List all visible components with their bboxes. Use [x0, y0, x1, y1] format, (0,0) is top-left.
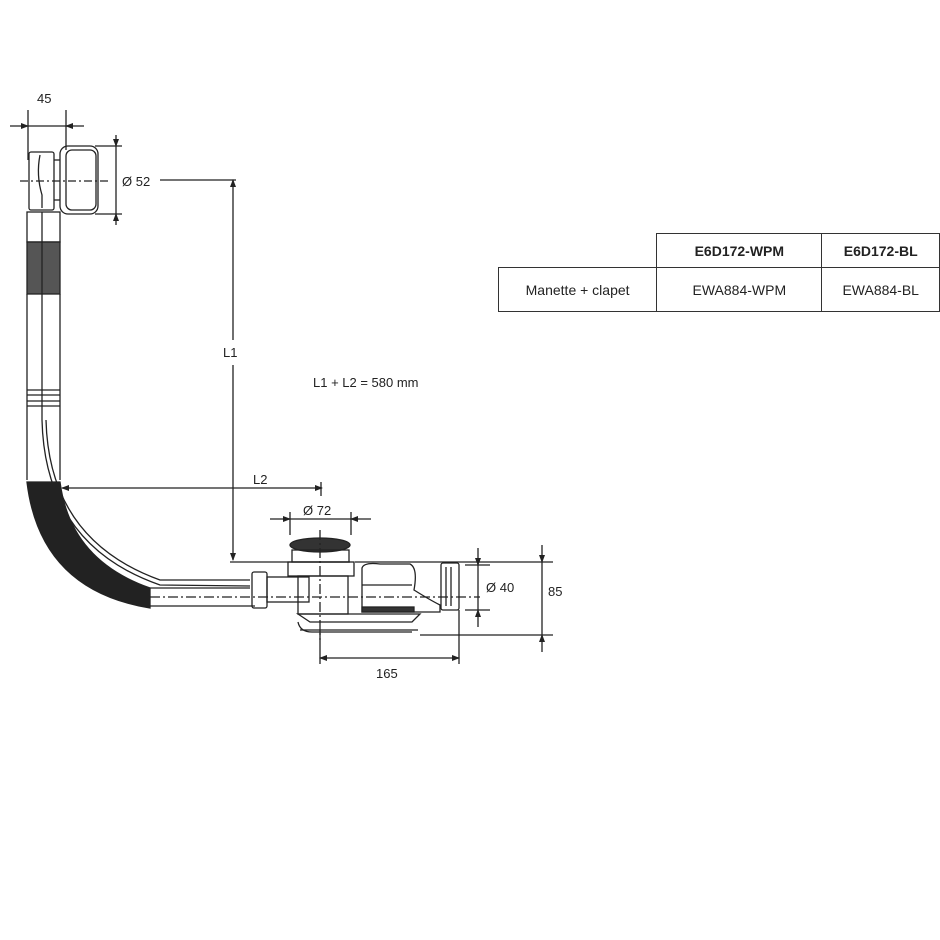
dimension-45	[10, 110, 84, 160]
table-header-bl: E6D172-BL	[821, 233, 940, 268]
dimension-diameter-72	[270, 512, 371, 535]
label-45: 45	[37, 91, 51, 106]
dimension-165	[319, 610, 460, 664]
table-header-wpm: E6D172-WPM	[656, 233, 823, 268]
label-l1: L1	[223, 345, 237, 360]
dimension-diameter-52	[95, 135, 236, 225]
overflow-pipe	[26, 211, 251, 587]
row-label: Manette + clapet	[497, 267, 658, 312]
overflow-head	[20, 145, 108, 215]
table-header-blank	[498, 233, 658, 268]
drain-body	[251, 530, 460, 640]
label-85: 85	[548, 584, 562, 599]
dimension-diameter-40	[465, 548, 490, 627]
dimension-l2	[61, 482, 323, 496]
table-header-row: E6D172-WPM E6D172-BL	[498, 233, 940, 268]
cell-wpm: EWA884-WPM	[656, 267, 823, 312]
reference-table: E6D172-WPM E6D172-BL Manette + clapet EW…	[497, 233, 940, 312]
label-diameter-72: Ø 72	[303, 503, 331, 518]
label-165: 165	[376, 666, 398, 681]
pipe-bend	[26, 481, 151, 609]
table-row: Manette + clapet EWA884-WPM EWA884-BL	[497, 267, 940, 312]
cell-bl: EWA884-BL	[821, 267, 940, 312]
label-formula: L1 + L2 = 580 mm	[313, 375, 419, 390]
dimension-85	[355, 545, 553, 652]
dimension-l1	[230, 179, 350, 563]
label-diameter-40: Ø 40	[486, 580, 514, 595]
label-l2: L2	[253, 472, 267, 487]
label-diameter-52: Ø 52	[122, 174, 150, 189]
